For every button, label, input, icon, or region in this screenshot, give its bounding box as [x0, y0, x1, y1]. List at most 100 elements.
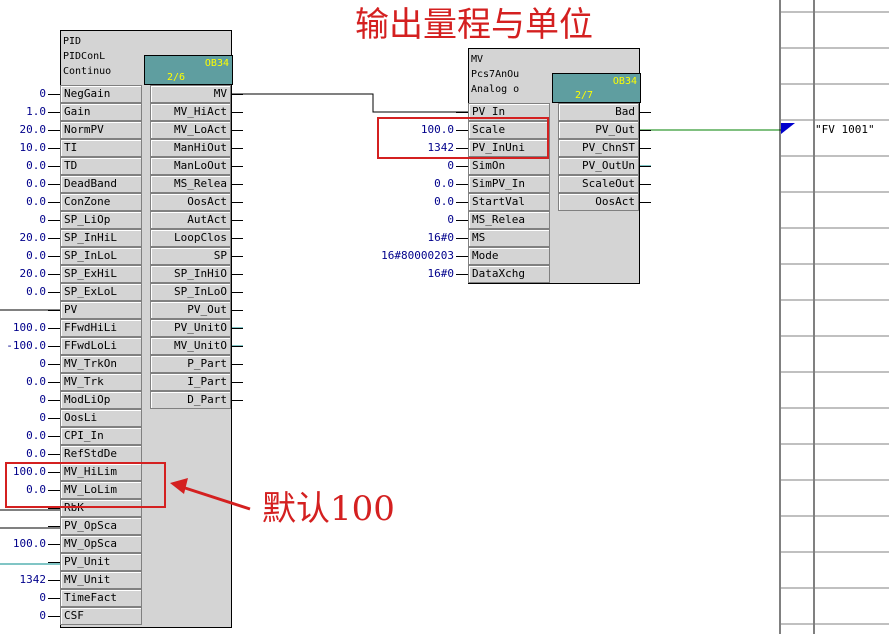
pid-input-mv-trk[interactable]: MV_Trk	[60, 373, 142, 391]
pid-value-sp-inhil[interactable]: 20.0	[19, 231, 47, 244]
pid-value-refstdde[interactable]: 0.0	[26, 447, 46, 460]
pid-value-gain[interactable]: 1.0	[26, 105, 46, 118]
pid-output-pv-unito[interactable]: PV_UnitO	[150, 319, 231, 337]
pid-input-timefact[interactable]: TimeFact	[60, 589, 142, 607]
pid-input-pv[interactable]: PV	[60, 301, 142, 319]
pid-value-sp-inlol[interactable]: 0.0	[26, 249, 46, 262]
pid-input-ffwdloli[interactable]: FFwdLoLi	[60, 337, 142, 355]
pid-input-csf[interactable]: CSF	[60, 607, 142, 625]
mv-output-pv-out[interactable]: PV_Out	[558, 121, 639, 139]
pid-input-sp-liop[interactable]: SP_LiOp	[60, 211, 142, 229]
pid-value-mv-trk[interactable]: 0.0	[26, 375, 46, 388]
pid-value-mv-trkon[interactable]: 0	[39, 357, 46, 370]
mv-value-mode[interactable]: 16#80000203	[381, 249, 454, 262]
pid-output-pv-out[interactable]: PV_Out	[150, 301, 231, 319]
pid-value-deadband[interactable]: 0.0	[26, 177, 46, 190]
pid-value-sp-liop[interactable]: 0	[39, 213, 46, 226]
pid-value-cpi-in[interactable]: 0.0	[26, 429, 46, 442]
mv-input-simon[interactable]: SimOn	[468, 157, 550, 175]
pid-input-sp-inlol[interactable]: SP_InLoL	[60, 247, 142, 265]
mv-value-simpv-in[interactable]: 0.0	[434, 177, 454, 190]
pid-output-i-part[interactable]: I_Part	[150, 373, 231, 391]
pid-input-cpi-in[interactable]: CPI_In	[60, 427, 142, 445]
mv-input-dataxchg[interactable]: DataXchg	[468, 265, 550, 283]
mv-value-simon[interactable]: 0	[447, 159, 454, 172]
pid-input-oosli[interactable]: OosLi	[60, 409, 142, 427]
sheet-tag-fv1001[interactable]: "FV 1001"	[815, 123, 875, 136]
pid-output-autact[interactable]: AutAct	[150, 211, 231, 229]
mv-value-ms-relea[interactable]: 0	[447, 213, 454, 226]
sheet-bar[interactable]	[779, 0, 889, 634]
mv-value-dataxchg[interactable]: 16#0	[427, 267, 455, 280]
pid-input-mv-lolim[interactable]: MV_LoLim	[60, 481, 142, 499]
sheet-connector-arrow-icon[interactable]	[781, 123, 795, 134]
pid-input-pv-unit[interactable]: PV_Unit	[60, 553, 142, 571]
pid-value-modliop[interactable]: 0	[39, 393, 46, 406]
pid-input-td[interactable]: TD	[60, 157, 142, 175]
pid-value-td[interactable]: 0.0	[26, 159, 46, 172]
pid-input-neggain[interactable]: NegGain	[60, 85, 142, 103]
pid-value-mv-opsca[interactable]: 100.0	[12, 537, 46, 550]
pid-output-manloout[interactable]: ManLoOut	[150, 157, 231, 175]
pid-value-normpv[interactable]: 20.0	[19, 123, 47, 136]
mv-output-scaleout[interactable]: ScaleOut	[558, 175, 639, 193]
pid-output-loopclos[interactable]: LoopClos	[150, 229, 231, 247]
pid-value-csf[interactable]: 0	[39, 609, 46, 622]
pid-value-ti[interactable]: 10.0	[19, 141, 47, 154]
mv-input-mode[interactable]: Mode	[468, 247, 550, 265]
pid-value-mv-unit[interactable]: 1342	[19, 573, 47, 586]
pid-input-mv-opsca[interactable]: MV_OpSca	[60, 535, 142, 553]
pid-output-p-part[interactable]: P_Part	[150, 355, 231, 373]
mv-input-scale[interactable]: Scale	[468, 121, 550, 139]
pid-output-sp[interactable]: SP	[150, 247, 231, 265]
pid-value-timefact[interactable]: 0	[39, 591, 46, 604]
pid-input-pv-opsca[interactable]: PV_OpSca	[60, 517, 142, 535]
pid-output-manhiout[interactable]: ManHiOut	[150, 139, 231, 157]
mv-value-ms[interactable]: 16#0	[427, 231, 455, 244]
pid-input-mv-trkon[interactable]: MV_TrkOn	[60, 355, 142, 373]
pid-value-mv-lolim[interactable]: 0.0	[26, 483, 46, 496]
pid-output-mv-hiact[interactable]: MV_HiAct	[150, 103, 231, 121]
pid-output-d-part[interactable]: D_Part	[150, 391, 231, 409]
mv-output-pv-outun[interactable]: PV_OutUn	[558, 157, 639, 175]
pid-value-conzone[interactable]: 0.0	[26, 195, 46, 208]
mv-value-scale[interactable]: 100.0	[420, 123, 454, 136]
mv-output-bad[interactable]: Bad	[558, 103, 639, 121]
mv-input-startval[interactable]: StartVal	[468, 193, 550, 211]
pid-value-neggain[interactable]: 0	[39, 87, 46, 100]
pid-input-refstdde[interactable]: RefStdDe	[60, 445, 142, 463]
pid-output-mv-unito[interactable]: MV_UnitO	[150, 337, 231, 355]
pid-output-oosact[interactable]: OosAct	[150, 193, 231, 211]
pid-value-oosli[interactable]: 0	[39, 411, 46, 424]
mv-input-ms-relea[interactable]: MS_Relea	[468, 211, 550, 229]
pid-output-mv-loact[interactable]: MV_LoAct	[150, 121, 231, 139]
pid-value-ffwdhili[interactable]: 100.0	[12, 321, 46, 334]
wire-mv-to-pv-in[interactable]	[231, 93, 468, 113]
mv-input-pv-inuni[interactable]: PV_InUni	[468, 139, 550, 157]
pid-output-sp-inloo[interactable]: SP_InLoO	[150, 283, 231, 301]
pid-value-ffwdloli[interactable]: -100.0	[6, 339, 46, 352]
pid-input-sp-inhil[interactable]: SP_InHiL	[60, 229, 142, 247]
mv-input-ms[interactable]: MS	[468, 229, 550, 247]
mv-output-oosact[interactable]: OosAct	[558, 193, 639, 211]
pid-value-sp-exlol[interactable]: 0.0	[26, 285, 46, 298]
pid-input-sp-exhil[interactable]: SP_ExHiL	[60, 265, 142, 283]
pid-output-mv[interactable]: MV	[150, 85, 231, 103]
mv-input-pv-in[interactable]: PV_In	[468, 103, 550, 121]
pid-output-sp-inhio[interactable]: SP_InHiO	[150, 265, 231, 283]
mv-value-startval[interactable]: 0.0	[434, 195, 454, 208]
pid-input-mv-unit[interactable]: MV_Unit	[60, 571, 142, 589]
pid-input-modliop[interactable]: ModLiOp	[60, 391, 142, 409]
mv-value-pv-inuni[interactable]: 1342	[427, 141, 455, 154]
pid-input-normpv[interactable]: NormPV	[60, 121, 142, 139]
pid-input-deadband[interactable]: DeadBand	[60, 175, 142, 193]
pid-input-rbk[interactable]: RbK	[60, 499, 142, 517]
pid-output-ms-relea[interactable]: MS_Relea	[150, 175, 231, 193]
pid-input-ffwdhili[interactable]: FFwdHiLi	[60, 319, 142, 337]
mv-output-pv-chnst[interactable]: PV_ChnST	[558, 139, 639, 157]
pid-input-sp-exlol[interactable]: SP_ExLoL	[60, 283, 142, 301]
pid-value-sp-exhil[interactable]: 20.0	[19, 267, 47, 280]
pid-input-ti[interactable]: TI	[60, 139, 142, 157]
pid-input-conzone[interactable]: ConZone	[60, 193, 142, 211]
pid-input-gain[interactable]: Gain	[60, 103, 142, 121]
